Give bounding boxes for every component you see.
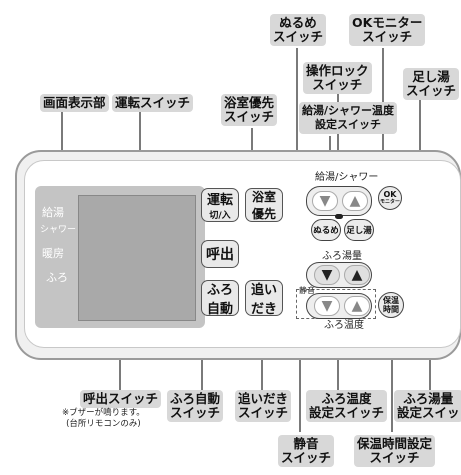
label-unten-switch: 運転スイッチ xyxy=(112,94,194,112)
tashiyu-button[interactable]: 足し湯 xyxy=(344,219,374,241)
ok-monitor-button[interactable]: OK モニター xyxy=(378,186,402,210)
label-kyuto-ondo-switch: 給湯/シャワー温度 設定スイッチ xyxy=(299,102,398,134)
label-ok-monitor-switch: OKモニター スイッチ xyxy=(349,14,426,46)
seion-label: 静音 xyxy=(299,286,315,295)
yobidashi-note: ※ブザーが鳴ります。 (台所リモコンのみ) xyxy=(62,408,145,429)
furo-ondo-label: ふろ温度 xyxy=(324,320,364,331)
kyuto-shower-label: 給湯/シャワー xyxy=(315,172,379,183)
kyuto-up-button[interactable]: ▲ xyxy=(342,191,368,211)
label-yobidashi-switch: 呼出スイッチ xyxy=(80,390,162,408)
label-hoon-jikan-switch: 保温時間設定 スイッチ xyxy=(354,435,436,467)
oidaki-button[interactable]: 追い だき xyxy=(245,280,283,317)
label-furo-ondo-switch: ふろ温度 設定スイッチ xyxy=(306,390,388,422)
furo-ondo-down-button[interactable]: ▼ xyxy=(314,296,340,316)
label-gamen-hyoji: 画面表示部 xyxy=(40,94,109,112)
display-screen xyxy=(78,195,196,321)
furo-ondo-up-button[interactable]: ▲ xyxy=(344,296,370,316)
unten-button[interactable]: 運転 切/入 xyxy=(201,188,239,222)
furo-yuryo-down-button[interactable]: ▼ xyxy=(314,265,340,285)
yobidashi-button[interactable]: 呼出 xyxy=(201,240,239,268)
furo-yuryo-label: ふろ湯量 xyxy=(322,251,362,262)
furo-yuryo-up-button[interactable]: ▲ xyxy=(344,265,370,285)
label-sousa-lock-switch: 操作ロック スイッチ xyxy=(303,62,372,94)
yokushitsu-yusen-button[interactable]: 浴室 優先 xyxy=(245,188,283,222)
kyuto-down-button[interactable]: ▼ xyxy=(312,191,338,211)
label-seion-switch: 静音 スイッチ xyxy=(278,435,335,467)
label-tashiyu-switch: 足し湯 スイッチ xyxy=(403,68,460,100)
label-nurume-switch: ぬるめ スイッチ xyxy=(270,14,327,46)
indicator-danbou: 暖房 xyxy=(42,247,64,260)
nurume-button[interactable]: ぬるめ xyxy=(311,219,341,241)
label-oidaki-switch: 追いだき スイッチ xyxy=(235,390,292,422)
hoon-jikan-button[interactable]: 保温 時間 xyxy=(378,292,404,318)
indicator-shower: シャワー xyxy=(40,225,77,235)
furo-jidou-button[interactable]: ふろ 自動 xyxy=(201,280,239,317)
label-furo-jidou-switch: ふろ自動 スイッチ xyxy=(167,390,224,422)
label-yokushitsu-switch: 浴室優先 スイッチ xyxy=(221,94,278,126)
indicator-kyuto: 給湯 xyxy=(42,206,64,219)
label-furo-yuryo-switch: ふろ湯量 設定スイッ xyxy=(394,390,461,422)
indicator-furo: ふろ xyxy=(46,271,68,284)
lock-key-mark xyxy=(335,214,343,219)
